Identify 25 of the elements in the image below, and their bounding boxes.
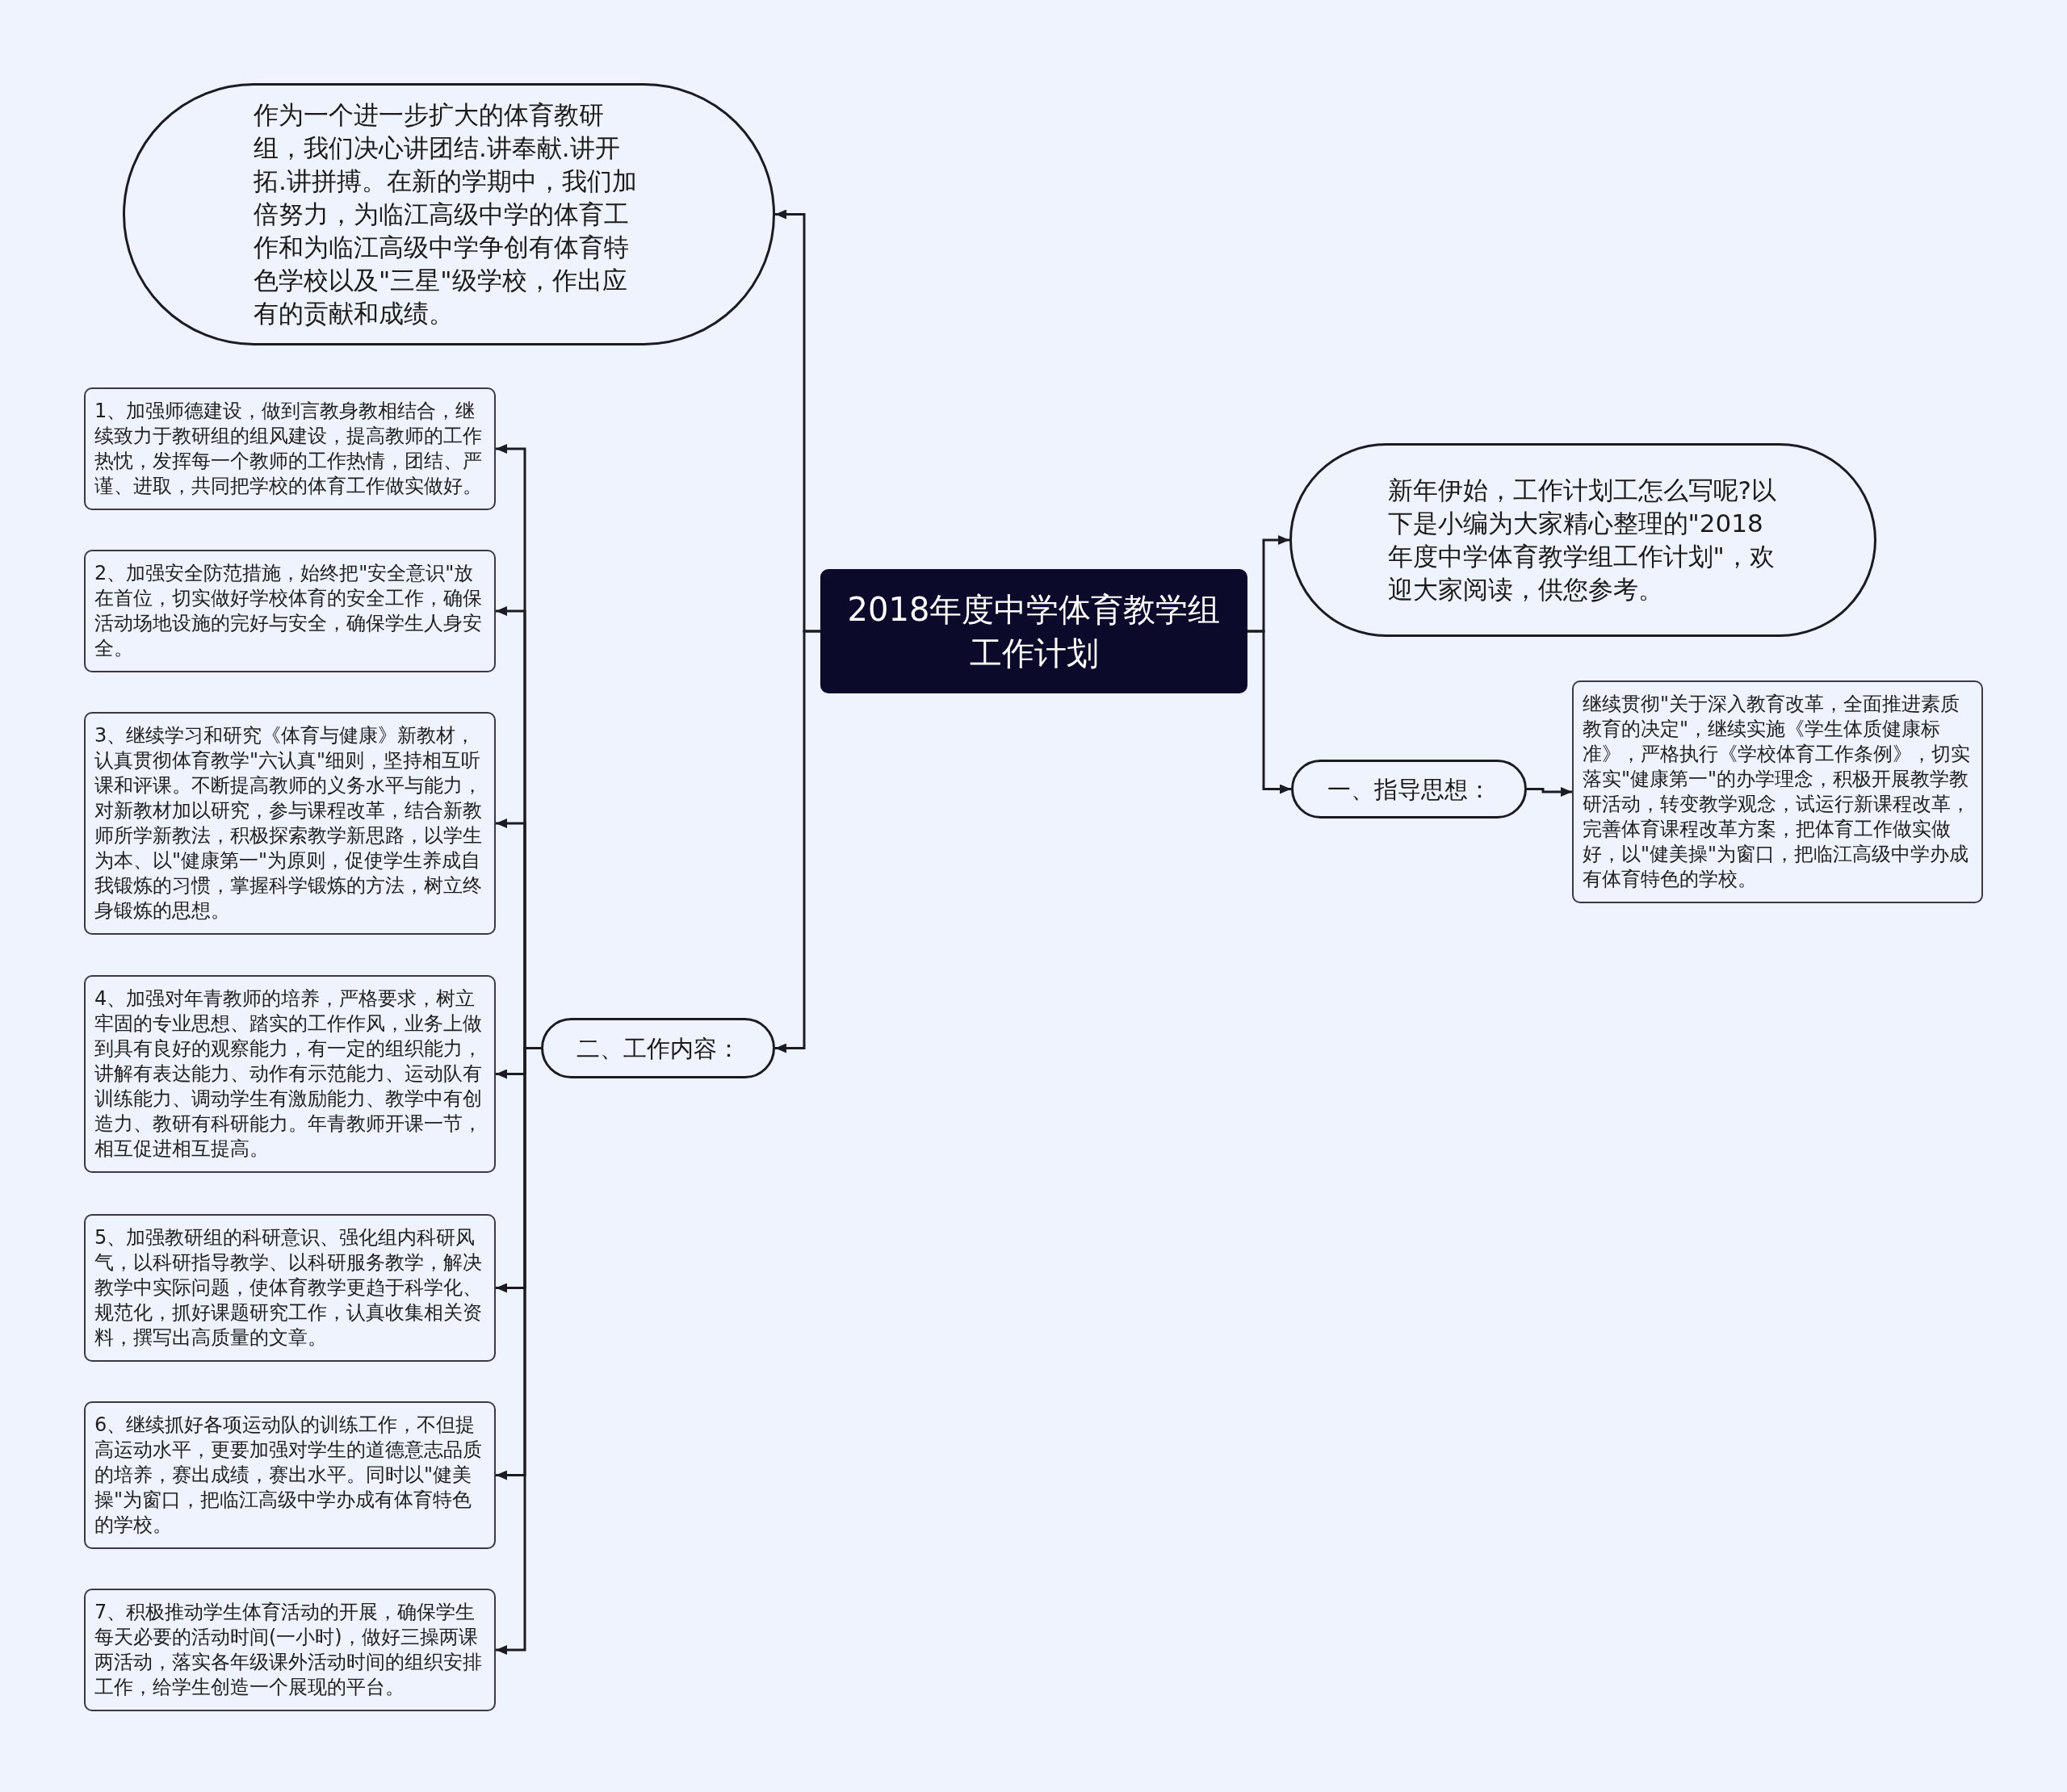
note-text: 2、加强安全防范措施，始终把"安全意识"放在首位，切实做好学校体育的安全工作，确保活动场地设施的完好与安全，确保学生人身安全。 <box>94 561 483 661</box>
note-box <box>84 712 496 935</box>
note-box <box>84 975 496 1173</box>
note-box <box>84 387 496 510</box>
note-text: 1、加强师德建设，做到言教身教相结合，继续致力于教研组的组风建设，提高教师的工作热忱，发挥每一个教师的工作热情，团结、严谨、进取，共同把学校的体育工作做实做好。 <box>94 399 483 499</box>
connector-arrow <box>1247 630 1291 794</box>
bubble-text: 作为一个进一步扩大的体育教研组，我们决心讲团结.讲奉献.讲开拓.讲拼搏。在新的学期中，我们加倍努力，为临江高级中学的体育工作和为临江高级中学争创有体育特色学校以及"三星"级学校，作出应有的贡献和成绩。 <box>254 99 638 329</box>
note-text: 4、加强对年青教师的培养，严格要求，树立牢固的专业思想、踏实的工作作风，业务上做到具有良好的观察能力，有一定的组织能力，讲解有表达能力、动作有示范能力、运动队有训练能力、调动学生有激励能力、教学中有创造力、教研有科研能力。年青教师开课一节，相互促进相互提高。 <box>94 986 483 1162</box>
topic-title: 2018年度中学体育教学组工作计划 <box>846 590 1222 673</box>
note-box <box>84 1214 496 1362</box>
branch-title: 二、工作内容： <box>576 1033 740 1063</box>
note-text: 3、继续学习和研究《体育与健康》新教材，认真贯彻体育教学"六认真"细则，坚持相互听课和评课。不断提高教师的义务水平与能力，对新教材加以研究，参与课程改革，结合新教师所学新教法，积极探索教学新思路，以学生为本、以"健康第一"为原则，促使学生养成自我锻炼的习惯，掌握科学锻炼的方法，树立终身锻炼的思想。 <box>94 723 483 923</box>
note-box <box>1572 680 1983 903</box>
note-box <box>84 1401 496 1549</box>
note-text: 5、加强教研组的科研意识、强化组内科研风气，以科研指导教学、以科研服务教学，解决教学中实际问题，使体育教学更趋于科学化、规范化，抓好课题研究工作，认真收集相关资料，撰写出高质量的文章。 <box>94 1225 483 1350</box>
connector-arrow <box>1527 787 1572 797</box>
bubble-text: 新年伊始，工作计划工怎么写呢?以下是小编为大家精心整理的"2018年度中学体育教学组工作计划"，欢迎大家阅读，供您参考。 <box>1387 475 1777 605</box>
note-text: 7、积极推动学生体育活动的开展，确保学生每天必要的活动时间(一小时)，做好三操两课两活动，落实各年级课外活动时间的组织安排工作，给学生创造一个展现的平台。 <box>94 1600 483 1700</box>
note-box <box>84 550 496 672</box>
note-text: 6、继续抓好各项运动队的训练工作，不但提高运动水平，更要加强对学生的道德意志品质的培养，赛出成绩，赛出水平。同时以"健美操"为窗口，把临江高级中学办成有体育特色的学校。 <box>94 1413 483 1538</box>
connector-arrow <box>775 630 820 1053</box>
note-text: 继续贯彻"关于深入教育改革，全面推进素质教育的决定"，继续实施《学生体质健康标准》，严格执行《学校体育工作条例》，切实落实"健康第一"的办学理念，积极开展教学教研活动，转变教学观念，试运行新课程改革，完善体育课程改革方案，把体育工作做实做好，以"健美操"为窗口，把临江高级中学办成有体育特色的学校。 <box>1583 692 1971 892</box>
branch-title: 一、指导思想： <box>1327 774 1491 804</box>
central-topic-box <box>820 569 1247 693</box>
note-box <box>84 1589 496 1711</box>
